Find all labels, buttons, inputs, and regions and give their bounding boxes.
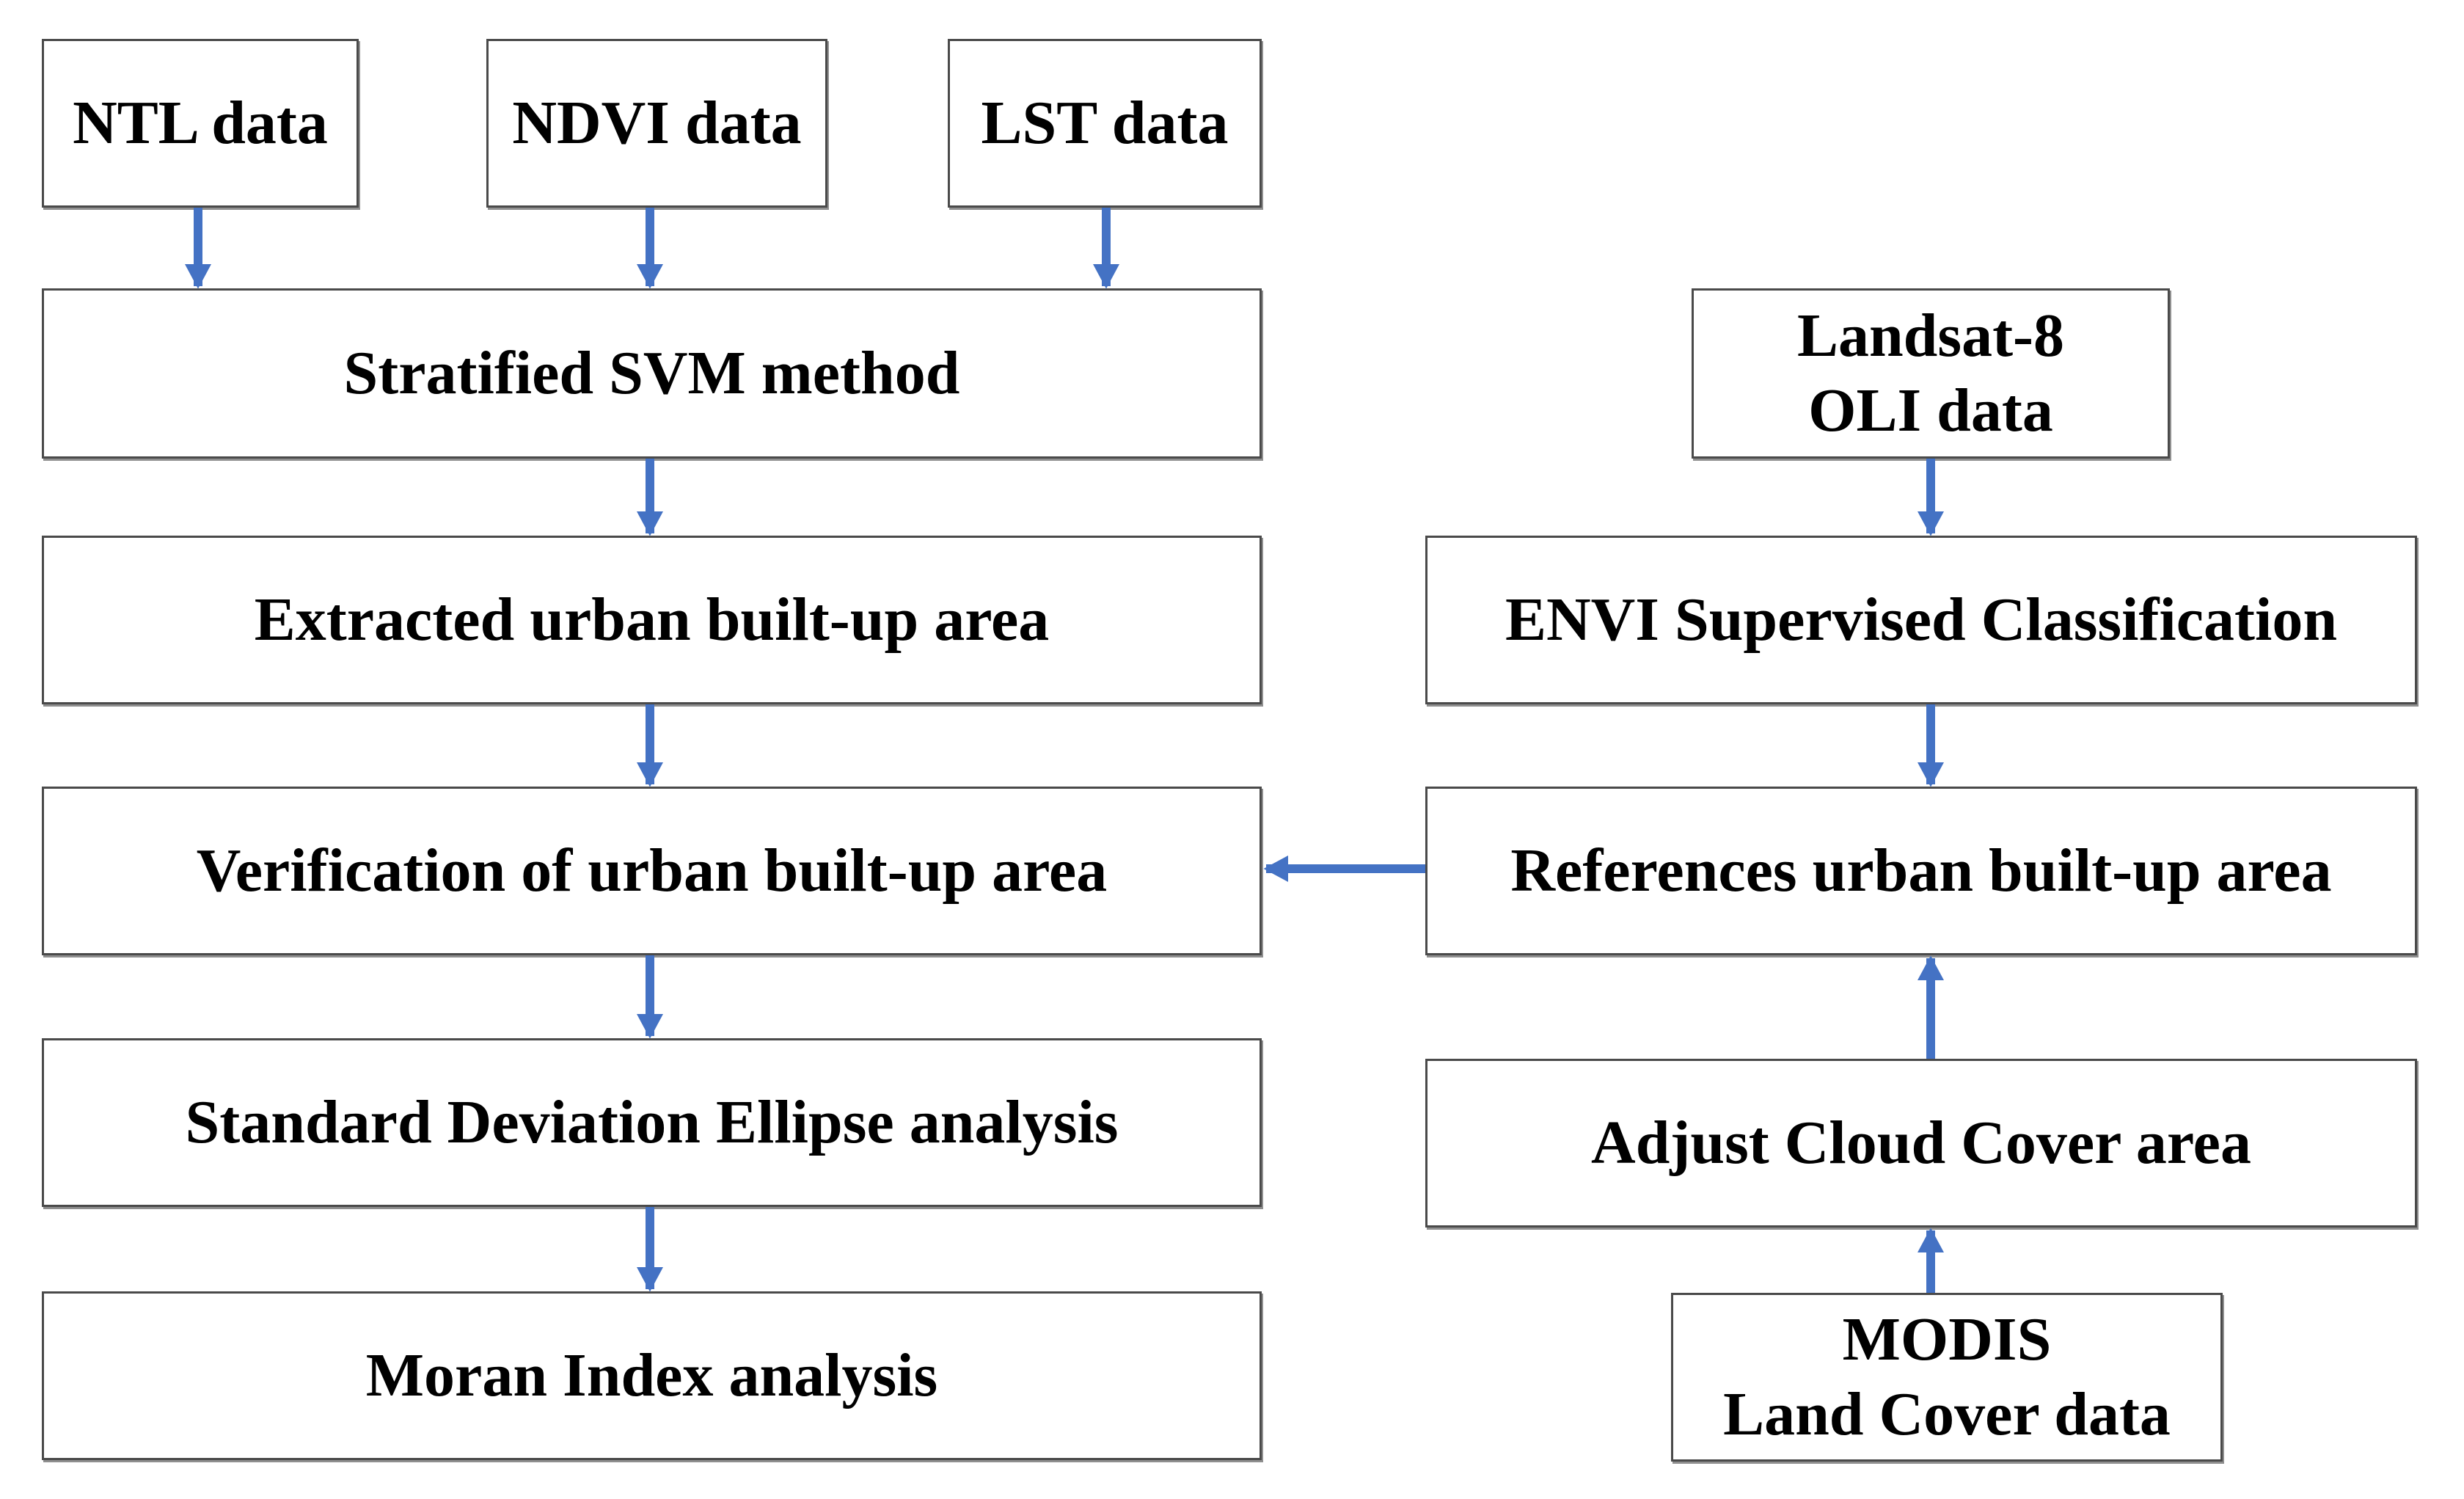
node-adjust-cloud-cover-area-label: Adjust Cloud Cover area bbox=[1591, 1108, 2251, 1177]
node-stratified-svm-method: Stratified SVM method bbox=[42, 288, 1262, 459]
node-modis-land-cover-data-line1: MODIS bbox=[1842, 1305, 2052, 1374]
node-adjust-cloud-cover-area: Adjust Cloud Cover area bbox=[1425, 1059, 2417, 1228]
node-extracted-urban-built-up-area: Extracted urban built-up area bbox=[42, 536, 1262, 704]
node-extracted-urban-built-up-area-label: Extracted urban built-up area bbox=[254, 585, 1050, 654]
node-ntl-data: NTL data bbox=[42, 39, 359, 208]
node-landsat-8-oli-data-line1: Landsat-8 bbox=[1796, 301, 2065, 370]
node-lst-data: LST data bbox=[948, 39, 1262, 208]
node-standard-deviation-ellipse-analysis: Standard Deviation Ellipse analysis bbox=[42, 1038, 1262, 1207]
node-verification-of-urban-built-up-area: Verification of urban built-up area bbox=[42, 787, 1262, 955]
node-modis-land-cover-data-line2: Land Cover data bbox=[1723, 1380, 2171, 1448]
node-standard-deviation-ellipse-analysis-label: Standard Deviation Ellipse analysis bbox=[185, 1087, 1119, 1156]
node-ndvi-data-label: NDVI data bbox=[512, 88, 802, 157]
node-envi-supervised-classification: ENVI Supervised Classification bbox=[1425, 536, 2417, 704]
node-references-urban-built-up-area-label: References urban built-up area bbox=[1510, 836, 2332, 905]
node-moran-index-analysis: Moran Index analysis bbox=[42, 1291, 1262, 1460]
node-modis-land-cover-data: MODIS Land Cover data bbox=[1671, 1293, 2223, 1462]
node-ntl-data-label: NTL data bbox=[73, 88, 328, 157]
node-landsat-8-oli-data-line2: OLI data bbox=[1808, 376, 2053, 445]
node-stratified-svm-method-label: Stratified SVM method bbox=[343, 338, 960, 407]
node-verification-of-urban-built-up-area-label: Verification of urban built-up area bbox=[196, 836, 1108, 905]
node-envi-supervised-classification-label: ENVI Supervised Classification bbox=[1505, 585, 2338, 654]
node-ndvi-data: NDVI data bbox=[486, 39, 827, 208]
node-references-urban-built-up-area: References urban built-up area bbox=[1425, 787, 2417, 955]
node-moran-index-analysis-label: Moran Index analysis bbox=[365, 1341, 938, 1409]
node-lst-data-label: LST data bbox=[981, 88, 1229, 157]
node-landsat-8-oli-data: Landsat-8 OLI data bbox=[1692, 288, 2170, 459]
